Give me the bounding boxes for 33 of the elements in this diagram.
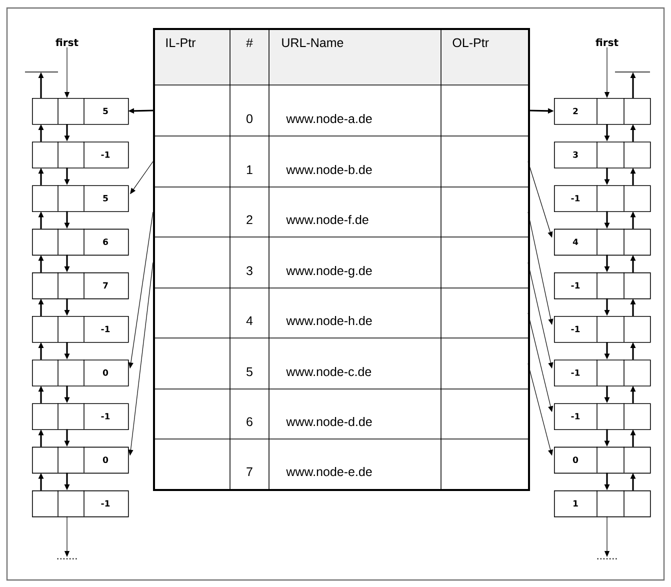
table-row: 2 www.node-f.de	[152, 186, 528, 238]
table-row: 4 www.node-h.de	[152, 288, 528, 338]
list-element: 0	[32, 359, 129, 386]
ellipsis-text: .......	[597, 558, 617, 560]
list-element: 1	[554, 490, 651, 518]
list-element: 0	[32, 446, 129, 474]
list-element: 7	[32, 272, 129, 300]
arrow	[528, 212, 554, 325]
list-head-label: first	[596, 38, 618, 46]
list-element: -1	[554, 184, 651, 212]
list-element: 4	[554, 228, 651, 256]
list-element: -1	[554, 272, 651, 300]
list-element: -1	[32, 490, 129, 518]
list-element: 5	[32, 184, 129, 212]
list-element: 2	[554, 98, 651, 125]
list-head-label: first	[56, 38, 78, 46]
list-element: 6	[32, 228, 129, 256]
table-row: 0 www.node-a.de	[152, 84, 528, 136]
list-element: -1	[554, 359, 651, 386]
list-element: 0	[554, 446, 651, 474]
table-row: 1 www.node-b.de	[152, 136, 528, 188]
table-row: 6 www.node-d.de	[152, 388, 528, 440]
list-element: 5	[32, 98, 129, 125]
table-row: 5 www.node-c.de	[152, 338, 528, 390]
table-row: 7 www.node-e.de	[230, 438, 442, 490]
list-element: -1	[554, 402, 651, 430]
list-element: 3	[554, 141, 651, 168]
list-element: -1	[554, 316, 651, 343]
list-element: -1	[32, 316, 129, 343]
list-element: -1	[32, 402, 129, 430]
list-element: -1	[32, 141, 129, 168]
table-row: 3 www.node-g.de	[152, 236, 528, 288]
ellipsis-text: .......	[57, 558, 77, 560]
